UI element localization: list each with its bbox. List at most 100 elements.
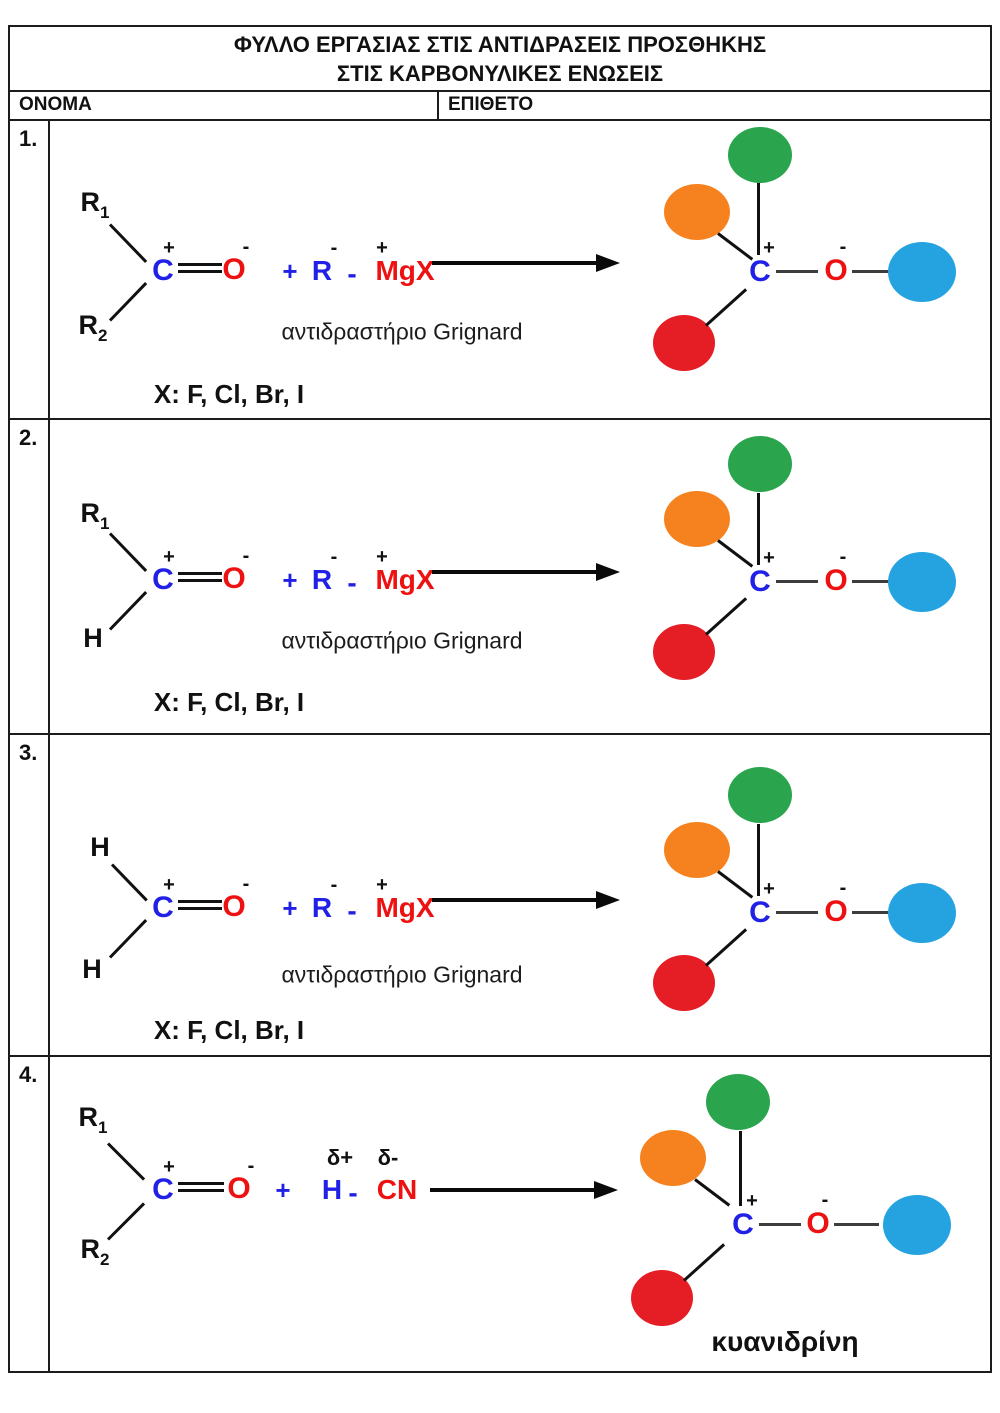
bond-bottom [106, 1202, 146, 1241]
surname-cell: ΕΠΙΘΕΤΟ [439, 92, 990, 119]
carbonyl-carbon: C [152, 891, 174, 924]
product-co-bond [776, 270, 818, 273]
product-co-bond [776, 911, 818, 914]
row-number-label: 3. [19, 740, 38, 765]
reaction-row-3: 3. H + C - O H + - R - + MgX αντιδρ [10, 733, 990, 1055]
reagent-mgx-charge: + [376, 237, 388, 259]
double-bond-line [178, 579, 222, 582]
product-oxygen-charge: - [839, 236, 847, 258]
substituent-top: R1 [78, 1102, 108, 1137]
substituent-bottom-sub: 2 [98, 326, 108, 345]
substituent-top-label: R [80, 498, 101, 528]
product-oblue-bond [852, 270, 888, 273]
worksheet-table: ΦΥΛΛΟ ΕΡΓΑΣΙΑΣ ΣΤΙΣ ΑΝΤΙΔΡΑΣΕΙΣ ΠΡΟΣΘΗΚΗ… [8, 25, 992, 1373]
substituent-top-label: R [78, 1102, 99, 1132]
carbonyl-oxygen: O [222, 562, 246, 595]
substituent-top-label: H [90, 832, 110, 862]
reagent-dash: - [347, 895, 357, 926]
product-oblue-bond [834, 1223, 879, 1226]
plus-sign: + [282, 893, 298, 923]
row-number: 3. [10, 735, 50, 1055]
worksheet-title: ΦΥΛΛΟ ΕΡΓΑΣΙΑΣ ΣΤΙΣ ΑΝΤΙΔΡΑΣΕΙΣ ΠΡΟΣΘΗΚΗ… [10, 27, 990, 90]
reagent-dash: - [348, 1177, 358, 1208]
carbonyl-oxygen: O [227, 1172, 251, 1205]
carbonyl-oxygen: O [222, 253, 246, 286]
substituent-bottom: H [83, 625, 103, 657]
product-name-label: κυανιδρίνη [711, 1326, 859, 1357]
grignard-note: αντιδραστήριο Grignard [281, 627, 523, 654]
product-orange-circle [664, 491, 730, 547]
double-bond-line [178, 907, 222, 910]
reagent-r: R [311, 564, 333, 595]
product-oxygen: O [824, 564, 848, 597]
reaction-arrow-head [596, 254, 620, 272]
substituent-bottom-label: R [78, 310, 99, 340]
product-bond-red [704, 288, 748, 327]
product-carbon-charge: + [763, 547, 775, 569]
substituent-bottom-label: H [82, 954, 102, 984]
carbonyl-carbon: C [152, 563, 174, 596]
name-input-area[interactable] [92, 94, 437, 119]
product-oxygen: O [824, 254, 848, 287]
plus-sign: + [282, 565, 298, 595]
double-bond-line [178, 263, 222, 266]
halogen-note: X: F, Cl, Br, I [153, 1015, 305, 1045]
plus-sign: + [275, 1175, 291, 1205]
double-bond-line [178, 572, 222, 575]
reagent-mgx: MgX [375, 255, 435, 286]
surname-label: ΕΠΙΘΕΤΟ [448, 94, 534, 115]
title-line-1: ΦΥΛΛΟ ΕΡΓΑΣΙΑΣ ΣΤΙΣ ΑΝΤΙΔΡΑΣΕΙΣ ΠΡΟΣΘΗΚΗ… [233, 31, 767, 57]
oxygen-charge: - [247, 1155, 255, 1177]
double-bond-line [178, 1189, 224, 1192]
reagent-mgx-charge: + [376, 546, 388, 568]
product-bond-orange [717, 539, 754, 568]
halogen-note: X: F, Cl, Br, I [153, 379, 305, 409]
substituent-top: R1 [80, 498, 110, 533]
product-green-circle [728, 127, 792, 183]
reaction-arrow [432, 261, 598, 265]
substituent-bottom-label: H [83, 623, 103, 653]
reagent-cn: CN [376, 1174, 418, 1205]
bond-bottom [108, 282, 148, 322]
reagent-dash: - [347, 258, 357, 289]
surname-input-area[interactable] [533, 94, 990, 119]
product-bond-orange [694, 1178, 731, 1207]
row-number: 1. [10, 121, 50, 418]
product-red-circle [653, 955, 715, 1011]
reagent-r-charge: - [330, 546, 338, 568]
carbon-charge: + [163, 237, 175, 259]
product-bond-green [757, 493, 760, 565]
bond-bottom [108, 919, 148, 959]
bond-bottom [108, 591, 148, 631]
product-blue-circle [888, 883, 956, 943]
reaction-row-4: 4. R1 + C - O R2 + δ+ H - δ- CN [10, 1055, 990, 1371]
carbonyl-oxygen: O [222, 890, 246, 923]
bond-top [108, 532, 148, 572]
reagent-h: H [321, 1174, 343, 1205]
halogen-note: X: F, Cl, Br, I [153, 687, 305, 717]
grignard-note: αντιδραστήριο Grignard [281, 961, 523, 988]
reagent-mgx: MgX [375, 892, 435, 923]
product-orange-circle [664, 184, 730, 240]
reagent-r: R [311, 892, 333, 923]
product-green-circle [706, 1074, 770, 1130]
substituent-bottom-label: R [80, 1234, 101, 1264]
reaction-row-2: 2. R1 + C - O H + - R - + MgX αντιδ [10, 418, 990, 733]
row-number: 4. [10, 1057, 50, 1371]
carbon-charge: + [163, 546, 175, 568]
product-oxygen-charge: - [821, 1189, 829, 1211]
product-green-circle [728, 767, 792, 823]
product-bond-green [739, 1131, 742, 1206]
reaction-arrow-head [596, 891, 620, 909]
substituent-top-label: R [80, 187, 101, 217]
reagent-r: R [311, 255, 333, 286]
product-carbon: C [749, 896, 771, 929]
reaction-scheme: R1 + C - O R2 + δ+ H - δ- CN [50, 1057, 990, 1371]
product-bond-green [757, 183, 760, 255]
reaction-arrow [430, 1188, 596, 1192]
oxygen-charge: - [242, 545, 250, 567]
reaction-arrow-head [594, 1181, 618, 1199]
carbonyl-carbon: C [152, 1173, 174, 1206]
carbon-charge: + [163, 1156, 175, 1178]
